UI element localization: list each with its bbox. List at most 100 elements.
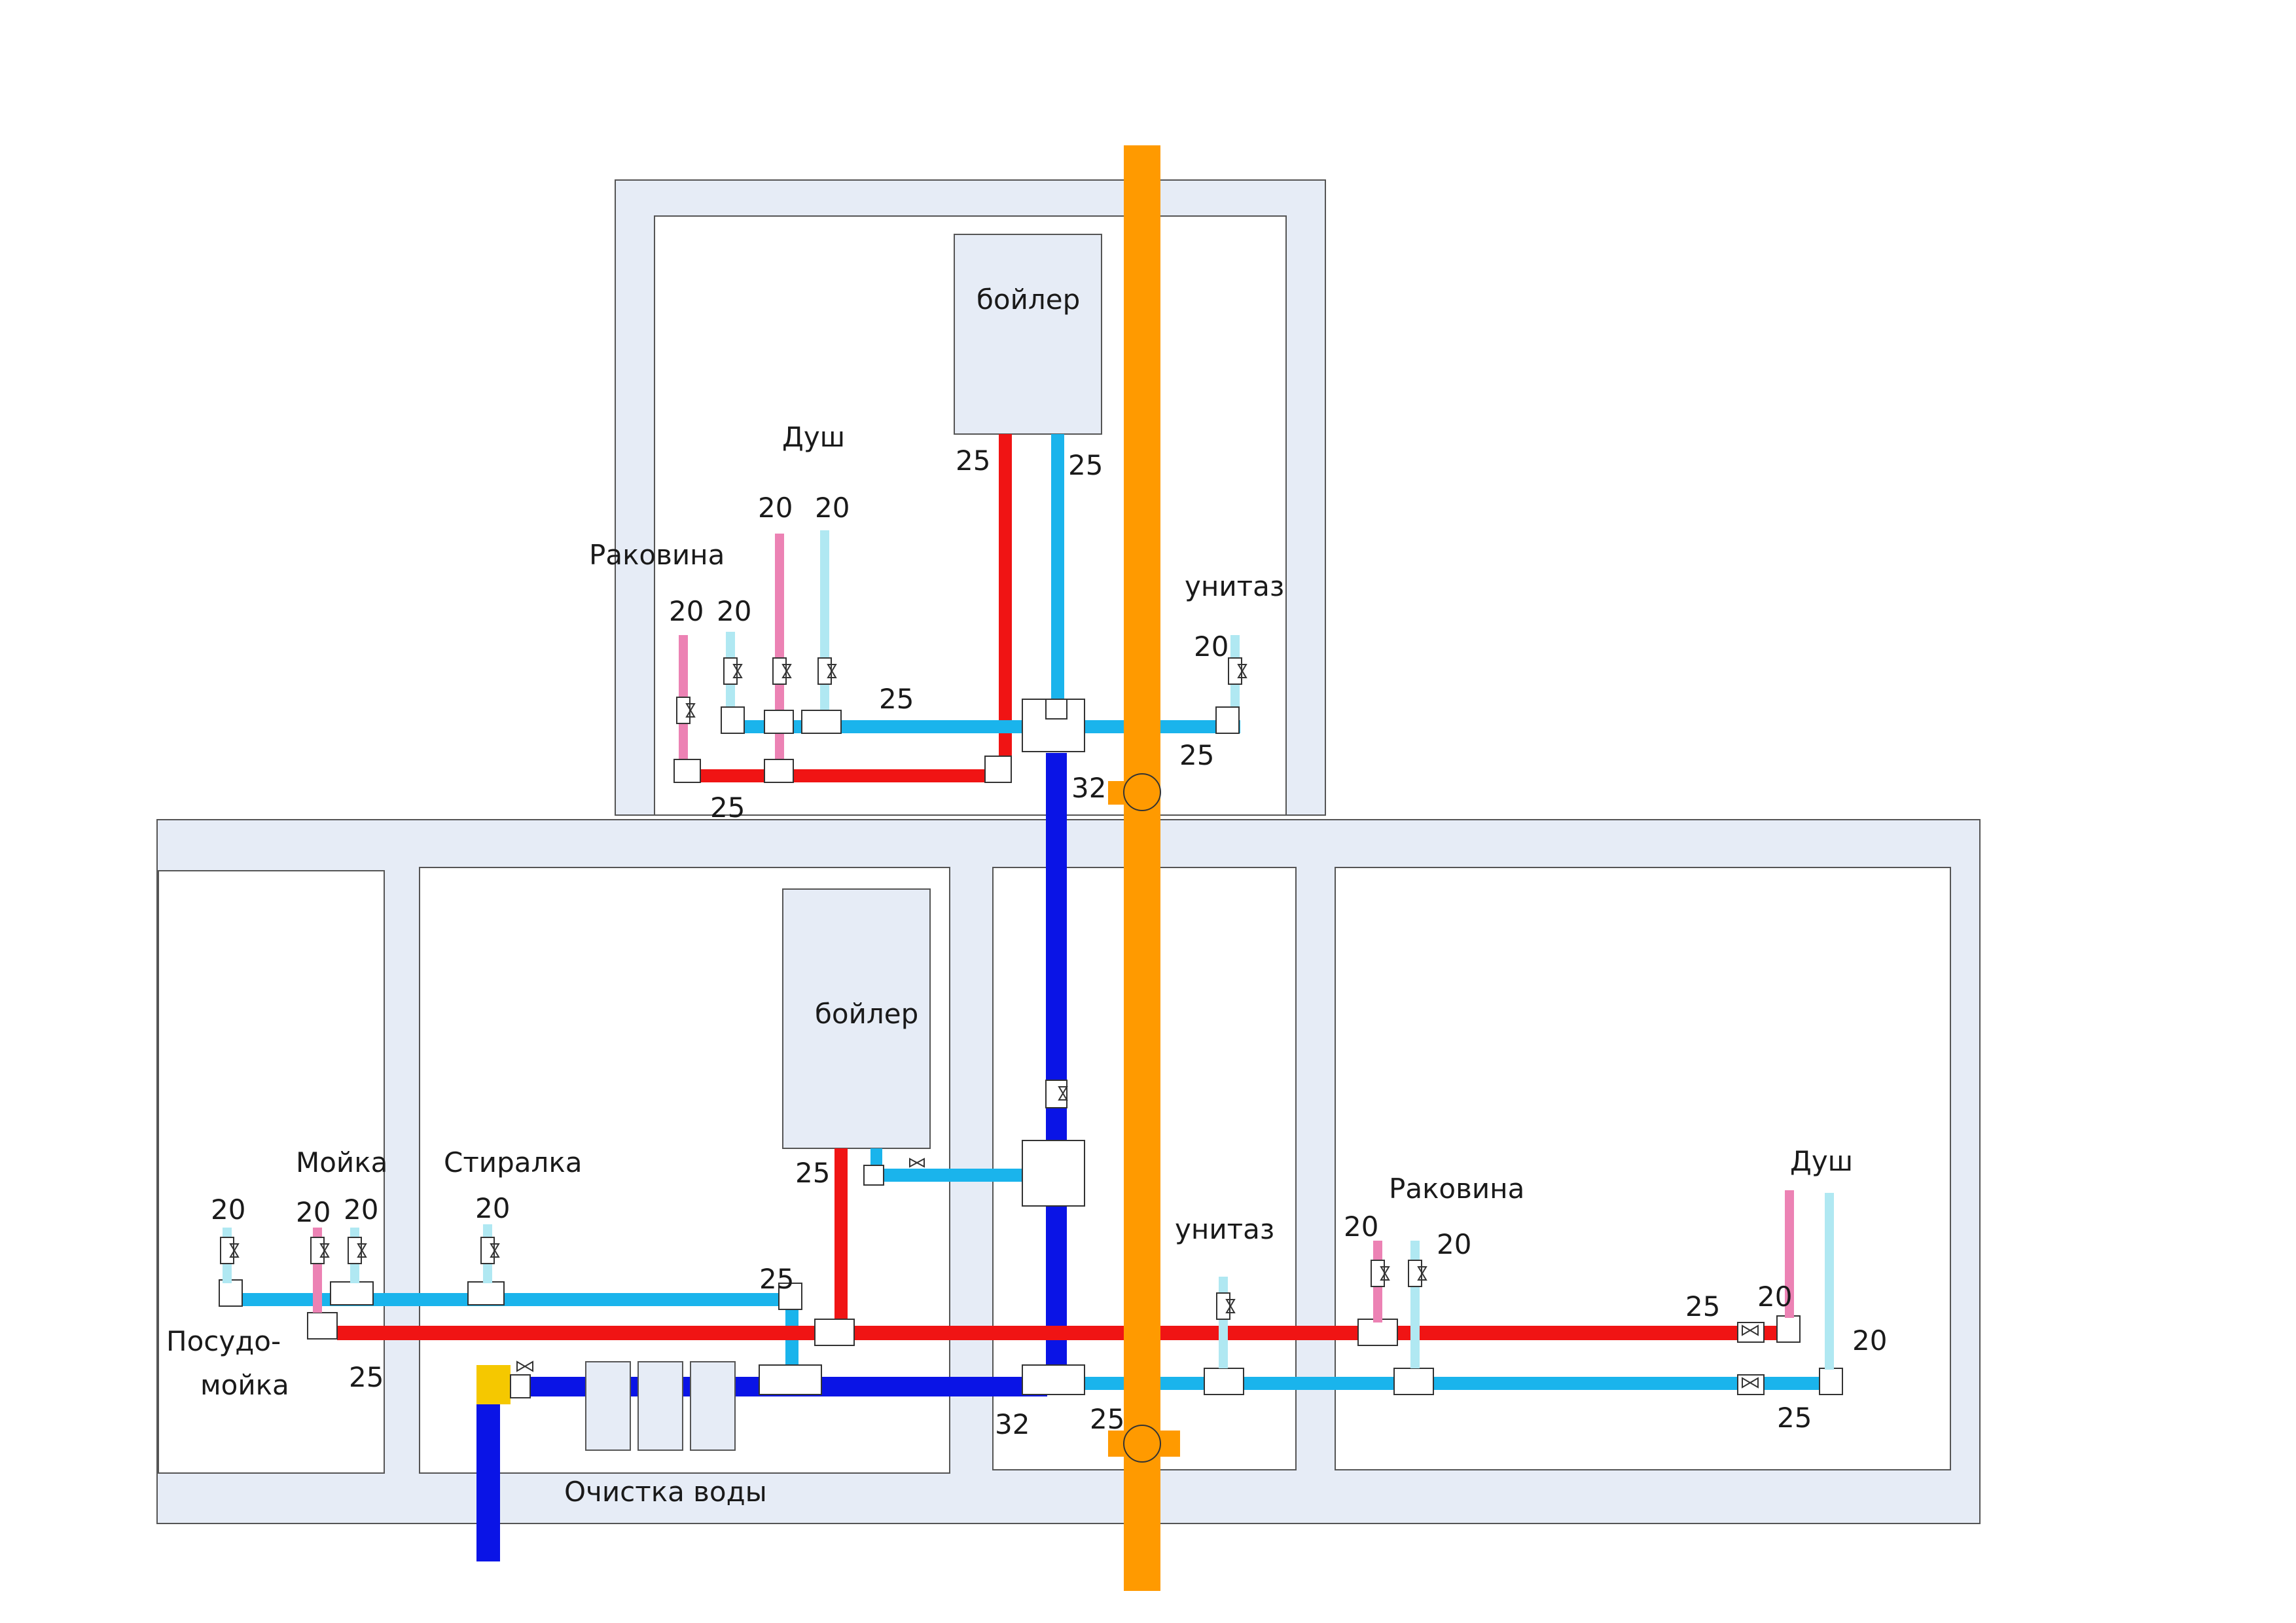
u-shower-cold-valve[interactable] xyxy=(817,657,837,685)
dim-l-line-right: 25 xyxy=(1685,1290,1720,1322)
l-boiler-hot xyxy=(834,1148,848,1325)
u-toilet-valve[interactable] xyxy=(1228,657,1247,685)
sink-lower-label: Раковина xyxy=(1389,1173,1524,1205)
main-inlet-down xyxy=(476,1404,500,1561)
shower-lower-label: Душ xyxy=(1790,1145,1853,1177)
sink-upper-label: Раковина xyxy=(589,539,725,571)
water-cleaning-label: Очистка воды xyxy=(564,1476,767,1508)
boiler-lower-label: бойлер xyxy=(815,998,918,1030)
dim-l-hot-line: 25 xyxy=(349,1361,384,1393)
dim-u-toilet: 20 xyxy=(1194,630,1229,663)
u-sink-hot-valve[interactable] xyxy=(676,697,696,724)
dim-l-wash-hot: 20 xyxy=(296,1196,331,1228)
sewer-branch-lower xyxy=(1108,1431,1180,1457)
l-boiler-cold-valve[interactable] xyxy=(909,1158,925,1168)
l-elbow-shower-hot xyxy=(1776,1315,1801,1343)
l-toilet-riser xyxy=(1219,1277,1228,1368)
main-inlet-valve[interactable] xyxy=(516,1360,533,1372)
l-elbow-shower-cold xyxy=(1819,1368,1843,1395)
dim-u-boiler-cold: 25 xyxy=(1068,449,1103,481)
dishwasher-label-2: мойка xyxy=(200,1369,289,1401)
l-dish-valve[interactable] xyxy=(220,1237,240,1264)
shower-upper-label: Душ xyxy=(782,421,845,453)
boiler-upper xyxy=(954,234,1102,435)
boiler-lower xyxy=(782,888,931,1149)
dim-l-cold-return: 25 xyxy=(759,1263,794,1295)
u-sink-cold-valve[interactable] xyxy=(723,657,743,685)
sewer-joint-upper xyxy=(1123,773,1161,811)
u-tee-shower-cold xyxy=(801,710,842,734)
toilet-lower-label: унитаз xyxy=(1175,1213,1274,1245)
dim-l-cold-end: 25 xyxy=(1777,1402,1812,1434)
boiler-upper-label: бойлер xyxy=(977,283,1080,316)
dim-l-boiler-hot: 25 xyxy=(795,1157,830,1189)
dim-l-shower-hot: 20 xyxy=(1757,1281,1792,1313)
wash-basin-label: Мойка xyxy=(296,1146,387,1178)
l-elbow-boiler-cold xyxy=(863,1165,884,1186)
l-sink-cold-valve[interactable] xyxy=(1408,1260,1427,1287)
l-dish-cold-line xyxy=(239,1293,782,1306)
l-washer-valve[interactable] xyxy=(480,1237,500,1264)
dim-l-shower-cold: 20 xyxy=(1852,1324,1887,1357)
l-tee-sink-cold xyxy=(1393,1368,1434,1395)
filter-1 xyxy=(585,1361,631,1451)
main-riser xyxy=(1046,753,1067,1368)
l-wash-hot-valve[interactable] xyxy=(310,1237,330,1264)
dim-l-main: 32 xyxy=(995,1408,1030,1440)
l-tee-main-bottom xyxy=(1022,1364,1085,1395)
l-tee-washer xyxy=(467,1281,505,1305)
u-elbow-hot-right xyxy=(984,756,1012,783)
dim-u-hot-line: 25 xyxy=(710,792,745,824)
u-elbow-sink-cold xyxy=(721,706,745,734)
dim-l-sink-hot: 20 xyxy=(1344,1211,1378,1243)
l-hot-line xyxy=(337,1326,1787,1340)
toilet-upper-label: унитаз xyxy=(1185,570,1284,602)
l-tee-boiler-hot xyxy=(814,1319,855,1346)
l-elbow-cold-kitchen xyxy=(778,1283,802,1310)
u-boiler-hot-pipe xyxy=(999,434,1012,775)
main-inlet-elbow xyxy=(510,1374,531,1398)
l-elbow-hot-left xyxy=(307,1312,338,1340)
dim-l-sink-cold: 20 xyxy=(1437,1228,1471,1260)
u-shower-cold-riser xyxy=(820,530,829,720)
u-shower-hot-valve[interactable] xyxy=(772,657,792,685)
dim-u-shower-cold: 20 xyxy=(815,492,850,524)
l-cold-end-valve[interactable] xyxy=(1737,1374,1765,1395)
dim-u-sink-cold: 20 xyxy=(717,595,751,627)
u-cold-line xyxy=(736,720,1240,733)
u-elbow-toilet xyxy=(1215,706,1240,734)
main-inlet-fitting xyxy=(476,1365,511,1404)
u-tee-main-stem xyxy=(1045,699,1067,720)
l-tee-wash xyxy=(330,1281,374,1305)
dim-l-washer: 20 xyxy=(475,1192,510,1224)
dim-l-dish: 20 xyxy=(211,1194,245,1226)
l-main-valve[interactable] xyxy=(1045,1080,1068,1108)
u-shower-hot-riser xyxy=(775,534,784,766)
filter-2 xyxy=(637,1361,683,1451)
l-tee-toilet xyxy=(1204,1368,1244,1395)
l-tee-main-mid xyxy=(1022,1140,1085,1207)
sewer-stack xyxy=(1124,145,1160,1591)
dim-u-shower-hot: 20 xyxy=(758,492,793,524)
l-toilet-valve[interactable] xyxy=(1216,1292,1236,1320)
u-elbow-sink-hot xyxy=(673,759,701,783)
room-bathroom-lower xyxy=(1335,867,1951,1470)
l-wash-cold-valve[interactable] xyxy=(348,1237,367,1264)
u-hot-line xyxy=(700,769,1011,782)
u-tee-shower-hot xyxy=(764,759,794,783)
filter-3 xyxy=(690,1361,736,1451)
washer-label: Стиралка xyxy=(444,1146,582,1178)
room-dishwasher xyxy=(158,870,385,1474)
u-boiler-cold-pipe xyxy=(1051,434,1064,709)
l-hot-end-valve[interactable] xyxy=(1737,1322,1765,1343)
l-elbow-dish xyxy=(219,1279,243,1307)
dim-u-toilet-line: 25 xyxy=(1179,739,1214,771)
dishwasher-label-1: Посудо- xyxy=(166,1325,281,1357)
dim-u-riser: 32 xyxy=(1071,772,1106,804)
dim-u-sink-hot: 20 xyxy=(669,595,704,627)
dim-u-boiler-hot: 25 xyxy=(956,445,990,477)
l-shower-hot-riser xyxy=(1785,1190,1794,1318)
l-tee-kitchen xyxy=(759,1364,822,1395)
l-sink-hot-valve[interactable] xyxy=(1371,1260,1390,1287)
